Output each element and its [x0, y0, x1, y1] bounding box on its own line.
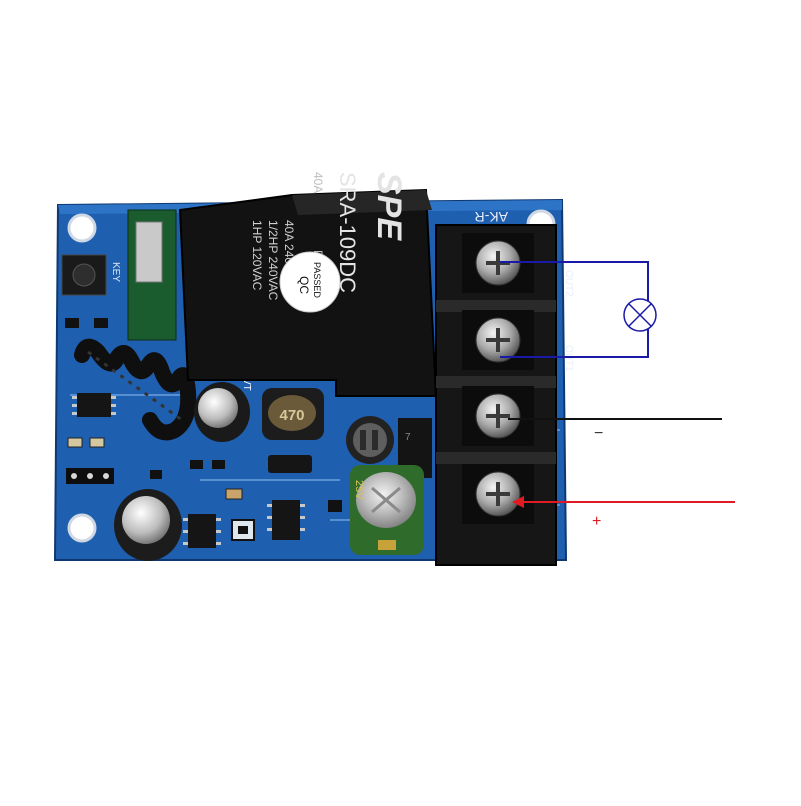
lamp-cross — [628, 303, 652, 327]
lamp-icon — [623, 298, 657, 332]
smd-resistor — [225, 488, 243, 500]
ic-chip — [272, 500, 300, 540]
sensor-part — [346, 416, 394, 464]
large-capacitor-label: 25V — [353, 480, 365, 500]
qc-sticker: QC PASSED — [279, 251, 341, 313]
smd-part — [212, 460, 225, 469]
inductor-value: 470 — [279, 407, 304, 424]
relay-top-text: SPE SRA-109DC 40A DC — [311, 172, 408, 293]
wiring: − + — [500, 261, 735, 530]
large-capacitor: 25V — [350, 465, 424, 555]
smd-part — [65, 318, 79, 328]
left-capacitor-top — [122, 496, 170, 544]
rf-receiver-module — [127, 209, 177, 341]
screw-slot-icon — [486, 404, 510, 428]
relay-model: SRA-109DC — [335, 172, 360, 293]
smd-resistor — [67, 437, 83, 448]
ic-chip — [268, 455, 312, 473]
ic-chip — [188, 514, 216, 548]
smd-resistor — [89, 437, 105, 448]
mounting-hole — [67, 513, 97, 543]
screw-slot-icon — [486, 328, 510, 352]
left-capacitor — [114, 489, 182, 561]
key-button-cap — [72, 263, 96, 287]
screw-slot-icon — [486, 482, 510, 506]
relay-side-rating: 40A — [311, 172, 325, 193]
relay: 1HP 120VAC 1/2HP 240VAC 40A 240VAC SPE S… — [178, 172, 438, 397]
terminal-label-out2: OUT2 — [563, 270, 574, 297]
smd-part — [94, 318, 108, 328]
terminal-label-out1: OUT1 — [563, 345, 574, 372]
minus-label: − — [594, 425, 603, 442]
smd-part — [150, 470, 162, 479]
relay-rating-hp-240: 1/2HP 240VAC — [266, 220, 280, 301]
plus-wire-arrow — [512, 496, 524, 508]
qc-passed-text: PASSED — [312, 262, 322, 298]
key-label: KEY — [110, 262, 121, 282]
large-capacitor-vent — [371, 486, 401, 514]
key-button: KEY — [61, 254, 121, 296]
terminal-dividers — [436, 300, 556, 464]
ic-chip — [77, 393, 111, 417]
terminal-screws — [462, 233, 534, 524]
pin-header — [66, 468, 114, 484]
smd-part — [190, 460, 203, 469]
antenna-coil — [74, 338, 197, 441]
relay-brand: SPE — [370, 172, 408, 241]
sensor-face — [353, 423, 387, 457]
qc-sticker-disc — [279, 251, 341, 313]
smd-diode-body — [238, 526, 248, 534]
mounting-hole — [67, 213, 97, 243]
inductor-core — [268, 395, 316, 431]
spring-antenna — [74, 338, 197, 441]
board-edge-label: AK-R — [475, 209, 508, 225]
small-capacitor-label: VT — [241, 378, 252, 391]
regulator-label: 7 — [405, 432, 411, 443]
ic-chips — [72, 393, 312, 548]
ic-pins — [72, 396, 305, 545]
relay-rating-hp-120: 1HP 120VAC — [250, 220, 264, 291]
rf-crystal — [135, 221, 163, 283]
smd-part — [328, 500, 342, 512]
qc-text: QC — [297, 276, 311, 294]
small-capacitor: VT — [194, 378, 252, 442]
small-capacitor-top — [198, 388, 238, 428]
inductor: 470 — [262, 388, 324, 440]
smd-components — [65, 318, 342, 541]
plus-label: + — [592, 513, 601, 530]
relay-top-bevel — [292, 190, 432, 215]
